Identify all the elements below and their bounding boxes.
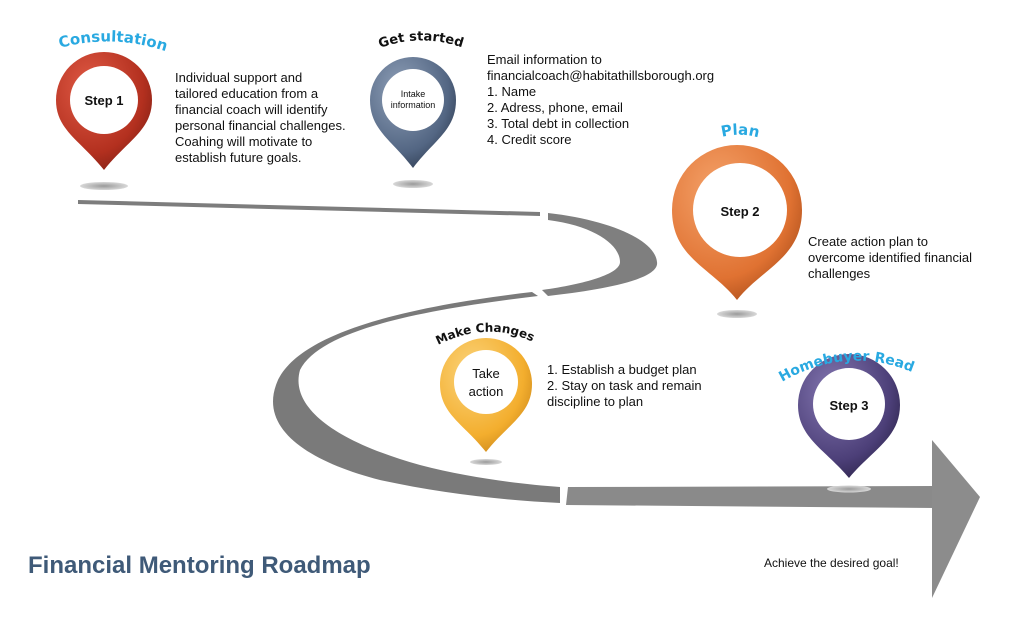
step1-desc-line: financial coach will identify: [175, 102, 328, 117]
step2-desc-line: Create action plan to: [808, 234, 928, 249]
pin-label-step1: Step 1: [84, 93, 123, 108]
goal-text: Achieve the desired goal!: [764, 556, 899, 570]
list-item: 3. Total debt in collection: [487, 116, 630, 131]
step1-desc-line: establish future goals.: [175, 150, 302, 165]
heading-consultation: Consultation: [57, 27, 170, 55]
step1-desc-line: tailored education from a: [175, 86, 319, 101]
get-started-intro-line: Email information to: [487, 52, 602, 67]
step1-desc-line: personal financial challenges.: [175, 118, 346, 133]
pin-label-intake-1: Intake: [401, 89, 426, 99]
pin-step2: [672, 145, 802, 300]
get-started-description: Email information to financialcoach@habi…: [487, 52, 747, 148]
pin-label-step2: Step 2: [720, 204, 759, 219]
road-segment-curve-lower: [273, 292, 560, 503]
road-segment-curve-upper: [542, 213, 658, 296]
road-segment-bottom: [566, 486, 935, 508]
pin-take-action: [440, 338, 532, 452]
step2-desc-line: overcome identified financial: [808, 250, 973, 265]
pin-step3: [798, 354, 900, 478]
heading-get-started: Get started: [377, 29, 466, 51]
list-item: 2. Stay on task and remain: [547, 378, 702, 393]
list-item: 2. Adress, phone, email: [487, 100, 623, 115]
pin-label-intake-2: information: [391, 100, 436, 110]
pin-get-started: [370, 57, 456, 168]
list-item: 1. Establish a budget plan: [547, 362, 697, 377]
step1-desc-line: Coahing will motivate to: [175, 134, 313, 149]
list-item: 4. Credit score: [487, 132, 572, 147]
list-item: 1. Name: [487, 84, 537, 99]
pin-step1: [56, 52, 152, 170]
make-changes-description: 1. Establish a budget plan 2. Stay on ta…: [547, 362, 747, 410]
step2-desc-line: challenges: [808, 266, 871, 281]
pin-label-step3: Step 3: [829, 398, 868, 413]
pin-shadows: [80, 180, 871, 493]
road-arrow-head: [932, 440, 980, 598]
list-item: discipline to plan: [547, 394, 644, 409]
step1-description: Individual support and tailored educatio…: [175, 70, 365, 166]
email-address: financialcoach@habitathillsborough.org: [487, 68, 715, 83]
pin-label-take: Take: [472, 366, 499, 381]
page-title: Financial Mentoring Roadmap: [28, 552, 371, 579]
step2-description: Create action plan to overcome identifie…: [808, 234, 1008, 282]
road-segment-top: [78, 200, 540, 216]
road: [78, 200, 980, 598]
heading-plan: Plan: [719, 121, 761, 142]
step1-desc-line: Individual support and: [175, 70, 303, 85]
pin-label-action: action: [469, 384, 504, 399]
